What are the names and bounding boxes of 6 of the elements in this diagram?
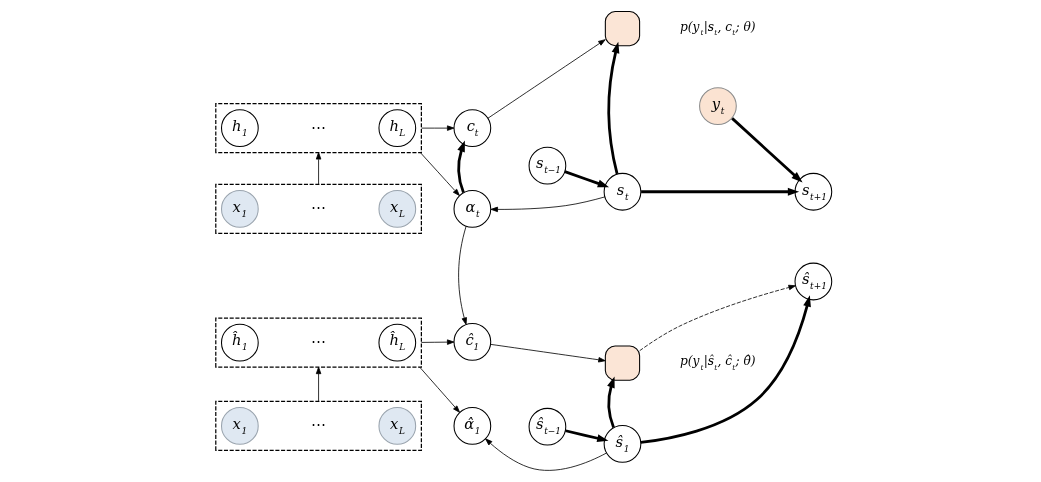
- node-label: p(y$_{t}$|s$_{t}$, c$_{t}$; θ): [679, 19, 756, 38]
- label: ⋯: [310, 332, 326, 350]
- label: ⋯: [310, 198, 326, 216]
- label: ⋯: [310, 415, 326, 433]
- node-label: p(y$_{t}$|ŝ$_{t}$, ĉ$_{t}$; θ̂): [679, 354, 756, 372]
- label: ⋯: [310, 117, 326, 135]
